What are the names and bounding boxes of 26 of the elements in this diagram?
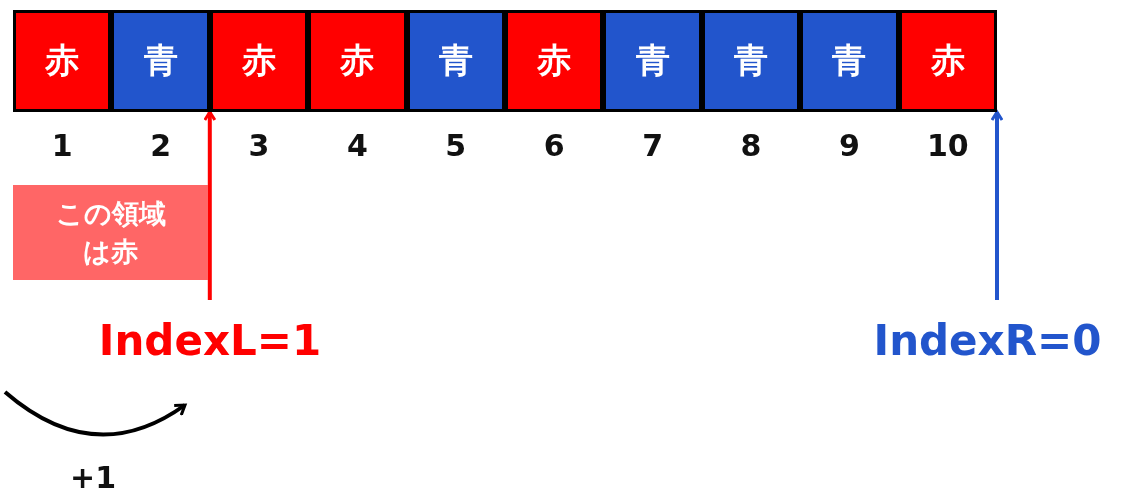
array-cell: 赤: [898, 10, 997, 112]
index-number: 10: [925, 128, 970, 163]
array-cell: 赤: [209, 10, 309, 112]
index-number: 6: [542, 128, 566, 163]
array-cell: 赤: [308, 10, 407, 112]
increment-label: +1: [70, 460, 116, 494]
arrow: [990, 110, 1004, 300]
arrow: [203, 110, 217, 300]
array-cell: 赤: [13, 10, 112, 112]
index-number: 2: [149, 128, 172, 163]
array-cell: 青: [603, 10, 702, 112]
array-cell: 赤: [505, 10, 604, 112]
index-number: 8: [739, 128, 763, 163]
index-number: 3: [247, 128, 271, 163]
index-number: 9: [837, 128, 861, 163]
index-label: IndexR=0: [850, 318, 1125, 364]
array-cell: 青: [800, 10, 899, 112]
note-box: この領域は赤: [13, 185, 208, 280]
array-cell: 青: [701, 10, 801, 112]
index-number: 5: [444, 128, 468, 163]
array-cell: 青: [111, 10, 210, 112]
index-number: 1: [50, 128, 74, 163]
index-number: 4: [345, 128, 369, 163]
array-cell: 青: [406, 10, 505, 112]
index-label: IndexL=1: [60, 318, 360, 364]
index-number: 7: [641, 128, 664, 163]
